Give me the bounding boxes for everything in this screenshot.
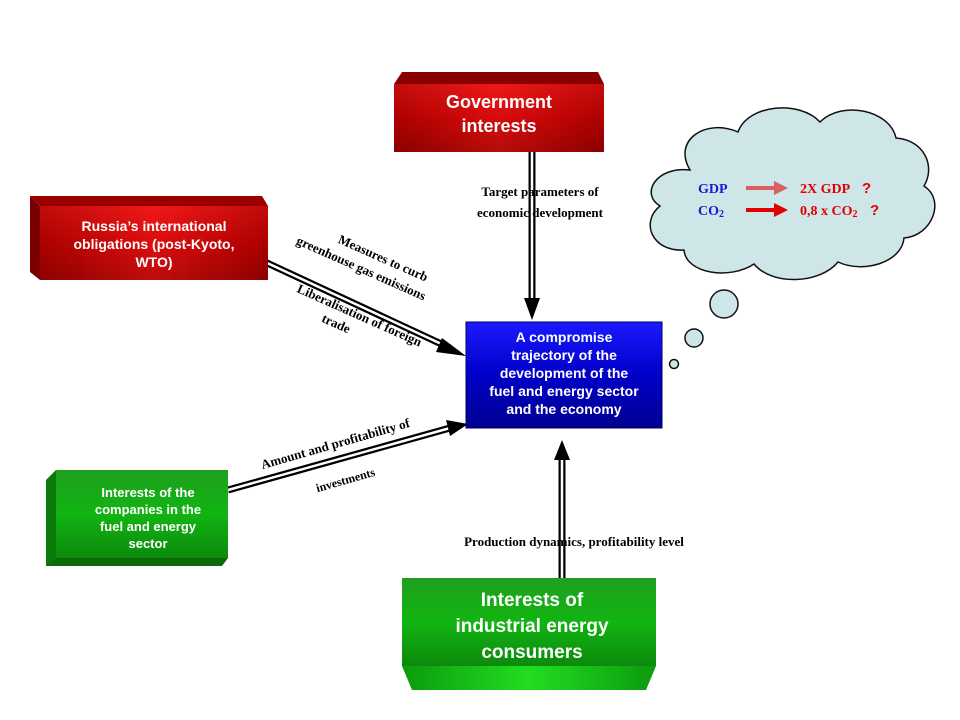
companies-line2: companies in the — [95, 502, 201, 517]
companies-line3: fuel and energy — [100, 519, 197, 534]
arrow-companies-to-center — [227, 420, 468, 494]
arrow-government-to-center — [524, 152, 540, 320]
government-line2: interests — [461, 116, 536, 136]
center-line4: fuel and energy sector — [489, 383, 639, 399]
russia-line3: WTO) — [135, 254, 172, 270]
cloud-co2-question: ? — [870, 202, 879, 219]
label-target-line2: economic development — [477, 205, 604, 220]
cloud-gdp-target: 2X GDP — [800, 182, 851, 197]
cloud-co2-target: 0,8 x CO2 — [800, 204, 858, 220]
label-production: Production dynamics, profitability level — [464, 534, 684, 549]
russia-line1: Russia’s international — [82, 218, 227, 234]
companies-line1: Interests of the — [101, 485, 194, 500]
thought-bubble-large — [709, 289, 739, 319]
companies-line4: sector — [128, 536, 167, 551]
consumers-interests-box: Interests of industrial energy consumers — [402, 578, 656, 690]
cloud-co2: CO2 — [698, 204, 724, 220]
center-line1: A compromise — [516, 329, 613, 345]
cloud-gdp-question: ? — [862, 180, 871, 197]
center-line5: and the economy — [506, 401, 621, 417]
thought-bubble-medium — [684, 328, 704, 348]
thought-bubble-small — [668, 358, 680, 370]
label-amount-line2: investments — [314, 465, 376, 495]
russia-line2: obligations (post-Kyoto, — [74, 236, 235, 252]
thought-cloud: GDP CO2 2X GDP ? 0,8 x CO2 ? — [649, 107, 936, 370]
government-interests-box: Government interests — [394, 72, 604, 152]
compromise-trajectory-box: A compromise trajectory of the developme… — [465, 321, 663, 429]
label-target-line1: Target parameters of — [481, 184, 599, 199]
companies-interests-box: Interests of the companies in the fuel a… — [46, 470, 228, 566]
arrow-russia-to-center — [263, 258, 466, 356]
consumers-line1: Interests of — [481, 590, 584, 611]
russia-obligations-box: Russia’s international obligations (post… — [30, 196, 268, 280]
center-line3: development of the — [500, 365, 629, 381]
consumers-line2: industrial energy — [455, 616, 609, 637]
consumers-line3: consumers — [481, 642, 582, 663]
center-line2: trajectory of the — [511, 347, 617, 363]
government-line1: Government — [446, 92, 552, 112]
arrow-consumers-to-center — [554, 440, 570, 580]
cloud-gdp: GDP — [698, 182, 728, 197]
